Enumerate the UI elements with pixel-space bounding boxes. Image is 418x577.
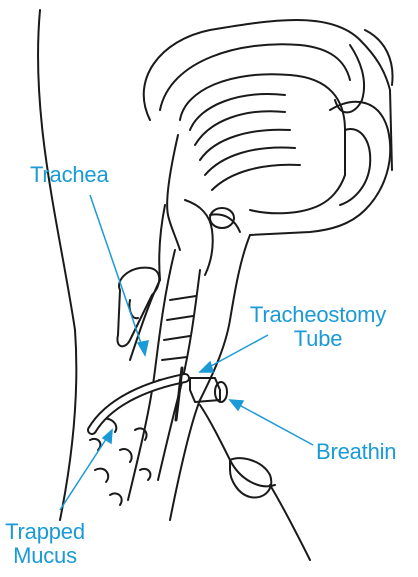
- trachea-wall: [128, 250, 175, 500]
- label-trachea: Trachea: [30, 163, 109, 187]
- label-tube-line2: Tube: [240, 327, 396, 351]
- label-trapped-mucus: Trapped Mucus: [0, 520, 90, 568]
- pilot-balloon: [230, 458, 271, 497]
- label-mucus-line2: Mucus: [0, 544, 90, 568]
- label-breathing: Breathin: [316, 440, 418, 464]
- neck-outline: [38, 10, 76, 520]
- label-tube-line1: Tracheostomy: [240, 303, 396, 327]
- breathing-leader: [230, 400, 313, 445]
- tongue-outline: [180, 74, 345, 213]
- label-mucus-line1: Trapped: [0, 520, 90, 544]
- label-tracheostomy-tube: Tracheostomy Tube: [240, 303, 396, 351]
